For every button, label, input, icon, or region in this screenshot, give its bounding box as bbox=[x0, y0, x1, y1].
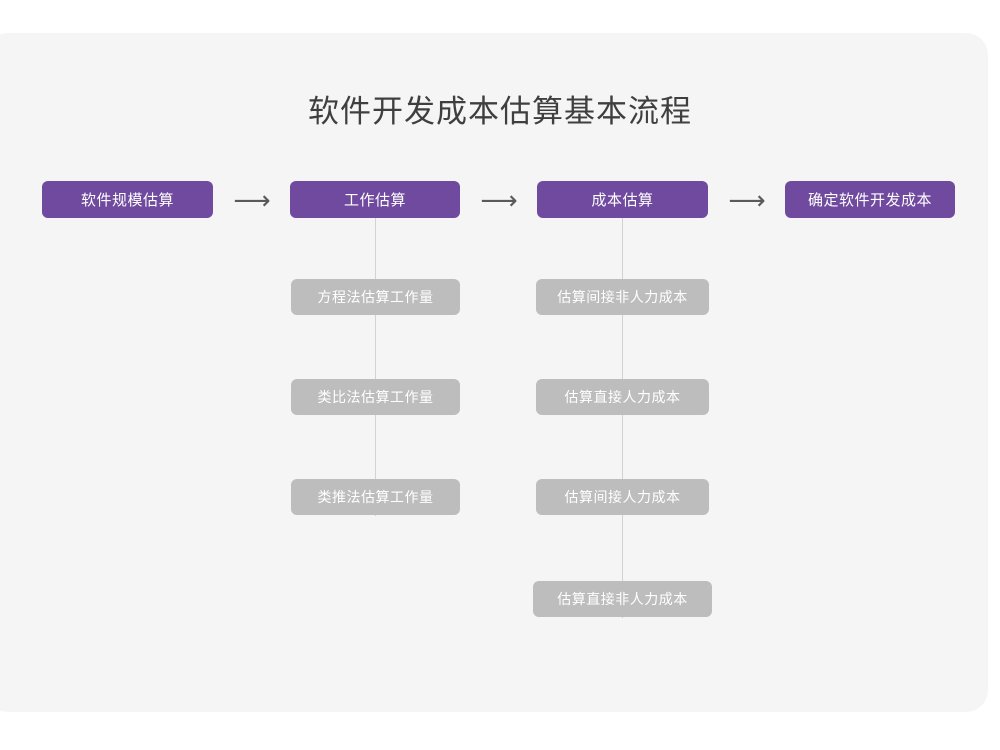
flow-node-software-scale-estimation[interactable]: 软件规模估算 bbox=[42, 181, 213, 218]
branch-node-cost-1[interactable]: 估算间接非人力成本 bbox=[536, 279, 709, 315]
flow-node-effort-estimation[interactable]: 工作估算 bbox=[290, 181, 460, 218]
branch-node-cost-4[interactable]: 估算直接非人力成本 bbox=[533, 581, 712, 617]
connector-line-cost-branch bbox=[622, 218, 623, 618]
connector-line-effort-branch bbox=[375, 218, 376, 516]
flow-arrow-right-icon-3: ⟶ bbox=[728, 185, 766, 215]
branch-node-effort-1[interactable]: 方程法估算工作量 bbox=[291, 279, 460, 315]
diagram-card bbox=[0, 33, 988, 712]
flow-node-cost-estimation[interactable]: 成本估算 bbox=[537, 181, 708, 218]
branch-node-cost-3[interactable]: 估算间接人力成本 bbox=[536, 479, 709, 515]
flow-arrow-right-icon-1: ⟶ bbox=[233, 185, 271, 215]
flow-arrow-right-icon-2: ⟶ bbox=[480, 185, 518, 215]
branch-node-effort-2[interactable]: 类比法估算工作量 bbox=[291, 379, 460, 415]
flow-node-determine-development-cost[interactable]: 确定软件开发成本 bbox=[785, 181, 955, 218]
branch-node-cost-2[interactable]: 估算直接人力成本 bbox=[536, 379, 709, 415]
branch-node-effort-3[interactable]: 类推法估算工作量 bbox=[291, 479, 460, 515]
page-title: 软件开发成本估算基本流程 bbox=[308, 94, 692, 129]
